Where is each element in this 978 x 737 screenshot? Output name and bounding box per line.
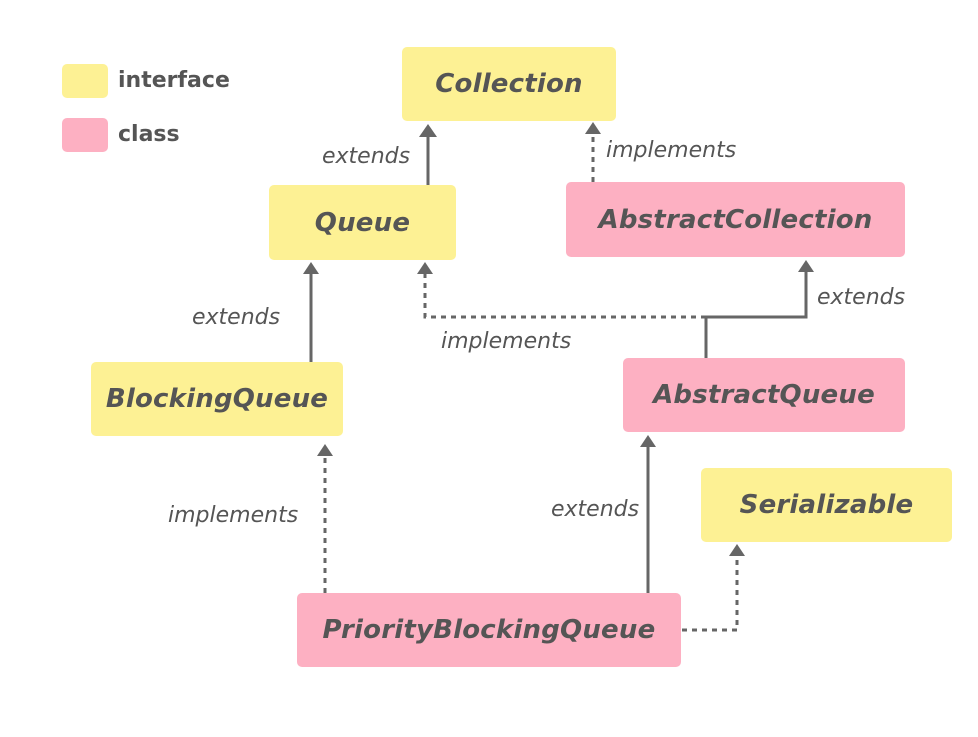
edge-priorityblockingqueue-implements-blockingqueue xyxy=(317,444,333,593)
node-queue: Queue xyxy=(269,185,456,260)
node-blocking-queue-label: BlockingQueue xyxy=(105,384,329,414)
legend-interface-label: interface xyxy=(118,68,230,93)
node-abstract-collection-label: AbstractCollection xyxy=(598,204,873,235)
legend-class-label: class xyxy=(118,122,180,147)
edge-label-abstractqueue-extends: extends xyxy=(817,285,906,310)
node-abstract-queue-label: AbstractQueue xyxy=(653,380,875,410)
edge-priorityblockingqueue-implements-serializable xyxy=(682,544,745,632)
edge-queue-extends-collection xyxy=(419,124,437,185)
edge-abstractqueue-extends-abstractcollection xyxy=(704,260,814,358)
edge-label-abstractqueue-implements: implements xyxy=(441,329,572,354)
edge-abstractcollection-implements-collection xyxy=(585,122,601,182)
edge-label-priorityblockingqueue-implements: implements xyxy=(168,503,299,528)
node-abstract-collection: AbstractCollection xyxy=(566,182,905,257)
edge-priorityblockingqueue-extends-abstractqueue xyxy=(640,435,656,593)
node-blocking-queue: BlockingQueue xyxy=(91,362,343,436)
node-abstract-queue: AbstractQueue xyxy=(623,358,905,432)
edge-label-abstractcollection-implements: implements xyxy=(606,138,737,163)
edge-blockingqueue-extends-queue xyxy=(303,262,319,362)
node-serializable: Serializable xyxy=(701,468,952,542)
node-collection-label: Collection xyxy=(435,69,583,99)
legend-class-swatch xyxy=(62,118,108,152)
node-queue-label: Queue xyxy=(314,207,411,238)
edge-label-queue-extends: extends xyxy=(322,144,411,169)
node-priority-blocking-queue: PriorityBlockingQueue xyxy=(297,593,681,667)
node-priority-blocking-queue-label: PriorityBlockingQueue xyxy=(322,615,656,645)
edge-label-priorityblockingqueue-extends: extends xyxy=(551,497,640,522)
node-collection: Collection xyxy=(402,47,616,121)
legend-interface-swatch xyxy=(62,64,108,98)
edge-abstractqueue-implements-queue xyxy=(417,262,706,319)
edge-label-blockingqueue-extends: extends xyxy=(192,305,281,330)
node-serializable-label: Serializable xyxy=(739,490,914,520)
